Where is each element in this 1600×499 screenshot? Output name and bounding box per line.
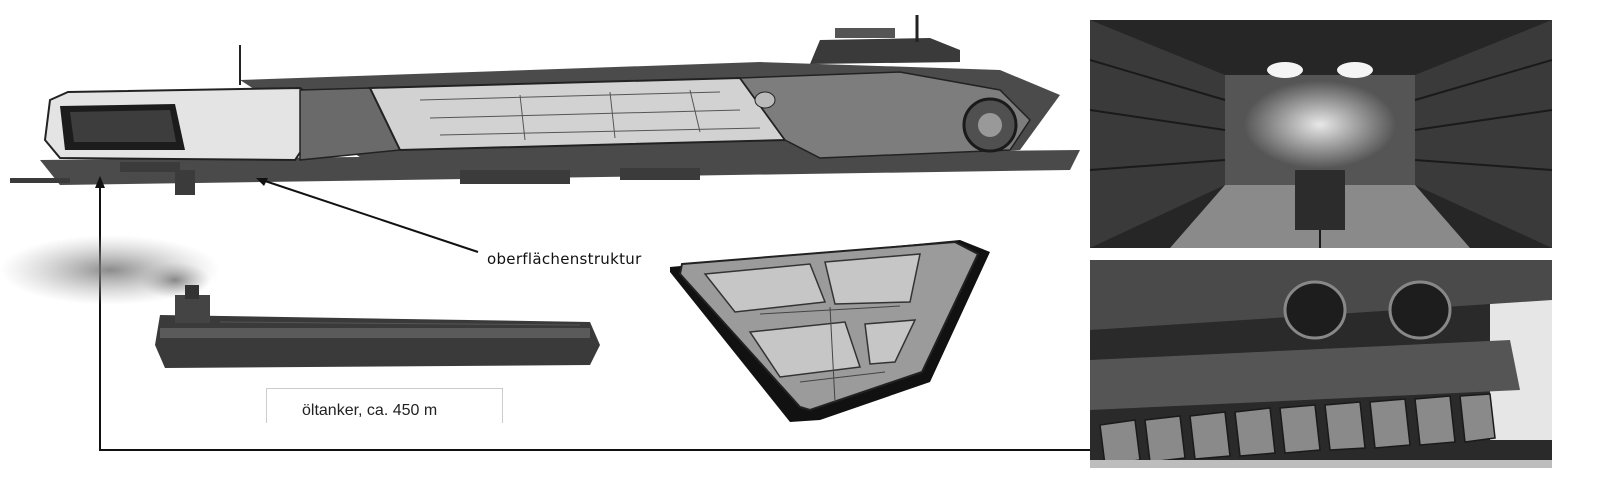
starship-side-sketch — [10, 15, 1080, 195]
tanker-label-box — [266, 388, 503, 423]
hull-panel-detail — [670, 240, 990, 422]
tanker-label: öltanker, ca. 450 m — [302, 402, 438, 419]
hangar-interior-sketch — [1090, 20, 1552, 248]
engine-interior-sketch — [1090, 260, 1552, 468]
surface-structure-label: oberflächenstruktur — [487, 250, 642, 268]
oil-tanker-reference — [0, 235, 600, 368]
